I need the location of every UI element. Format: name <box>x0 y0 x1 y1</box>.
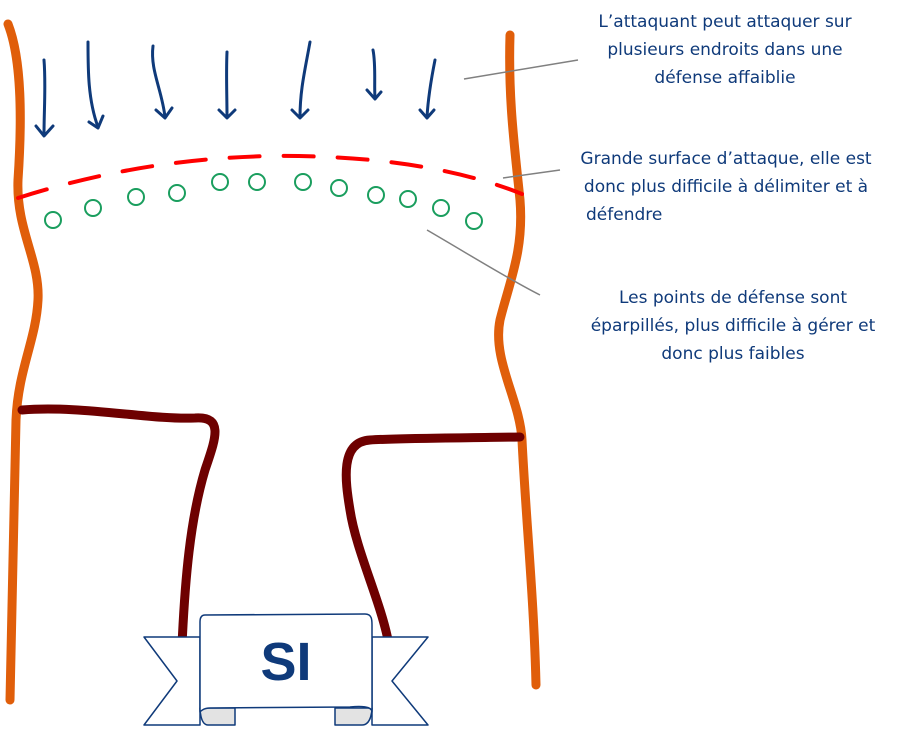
right-pipe <box>341 432 525 645</box>
note-line: donc plus faibles <box>661 344 805 364</box>
defense-point <box>44 211 62 229</box>
banner-left-tail <box>143 636 201 726</box>
defense-point <box>399 190 417 208</box>
defense-point <box>168 184 186 202</box>
arrow-icon <box>418 58 437 120</box>
note-line: défendre <box>586 205 663 225</box>
note-attack: L’attaquant peut attaquer sur plusieurs … <box>555 8 895 92</box>
leader-line-attack <box>463 59 579 80</box>
note-line: défense affaiblie <box>654 68 796 88</box>
note-line: éparpillés, plus difficile à gérer et <box>590 316 876 336</box>
note-line: Les points de défense sont <box>618 288 848 308</box>
note-line: plusieurs endroits dans une <box>607 40 843 60</box>
si-banner: SI <box>143 613 429 726</box>
note-surface: Grande surface d’attaque, elle est donc … <box>548 145 904 229</box>
left-wall <box>3 19 43 705</box>
defense-point <box>294 173 312 191</box>
arrow-icon <box>86 40 105 130</box>
defense-point <box>127 188 145 206</box>
arrow-icon <box>151 44 174 120</box>
defense-point <box>211 173 229 191</box>
defense-point <box>330 179 348 197</box>
banner-body <box>199 613 373 713</box>
defense-points <box>44 173 483 230</box>
defense-point <box>84 199 102 217</box>
leader-lines <box>426 59 579 296</box>
banner-label: SI <box>260 632 311 692</box>
arrow-icon <box>34 58 55 138</box>
defense-point <box>367 186 385 204</box>
defense-point <box>465 212 483 230</box>
banner-right-fold <box>334 707 373 726</box>
note-line: donc plus difficile à délimiter et à <box>583 177 869 197</box>
note-points: Les points de défense sont éparpillés, p… <box>560 284 906 368</box>
left-pipe <box>17 404 220 650</box>
banner-right-tail <box>371 636 429 726</box>
defense-point <box>248 173 266 191</box>
leader-line-points <box>426 229 541 296</box>
note-line: L’attaquant peut attaquer sur <box>598 12 852 32</box>
note-line: Grande surface d’attaque, elle est <box>580 149 872 169</box>
defense-point <box>432 199 450 217</box>
arrow-icon <box>290 40 312 120</box>
leader-line-surface <box>502 169 561 179</box>
attack-arrows <box>34 40 437 138</box>
arrow-icon <box>365 48 383 101</box>
arrow-icon <box>217 50 237 120</box>
right-wall <box>494 30 541 690</box>
attack-surface-perimeter <box>16 153 524 200</box>
banner-left-fold <box>199 707 236 726</box>
